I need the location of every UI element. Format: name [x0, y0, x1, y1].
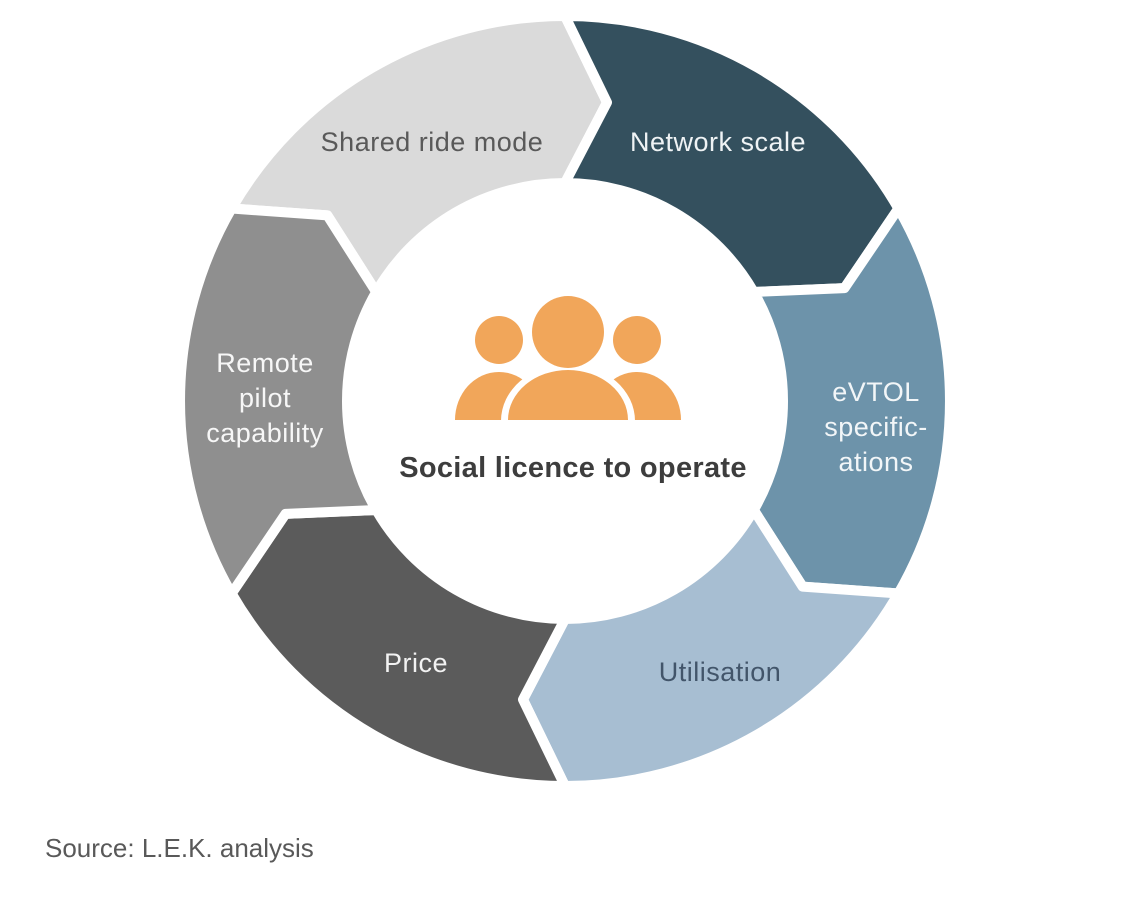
segment-labels: Shared ride mode Network scale eVTOL spe…	[206, 127, 928, 687]
center-title: Social licence to operate	[399, 452, 747, 484]
person-center-body	[508, 370, 628, 420]
segment-label-evtol-line-1: eVTOL	[832, 377, 920, 407]
segment-label-remote-pilot-line-2: pilot	[239, 383, 291, 413]
segment-remote-pilot-capability	[175, 203, 382, 599]
people-icon	[455, 289, 681, 421]
segment-label-shared-ride-mode: Shared ride mode	[321, 127, 544, 157]
segment-label-remote-pilot-line-3: capability	[206, 418, 324, 448]
segment-label-price: Price	[384, 648, 448, 678]
segments	[175, 11, 955, 791]
segment-label-evtol-line-3: ations	[838, 447, 913, 477]
segment-label-remote-pilot-line-1: Remote	[216, 348, 314, 378]
segment-label-utilisation: Utilisation	[659, 657, 782, 687]
source-note: Source: L.E.K. analysis	[45, 833, 314, 863]
person-right-head	[613, 316, 661, 364]
segment-label-evtol-line-2: specific-	[824, 412, 928, 442]
segment-label-network-scale: Network scale	[630, 127, 806, 157]
person-center-head	[532, 296, 604, 368]
person-left-head	[475, 316, 523, 364]
